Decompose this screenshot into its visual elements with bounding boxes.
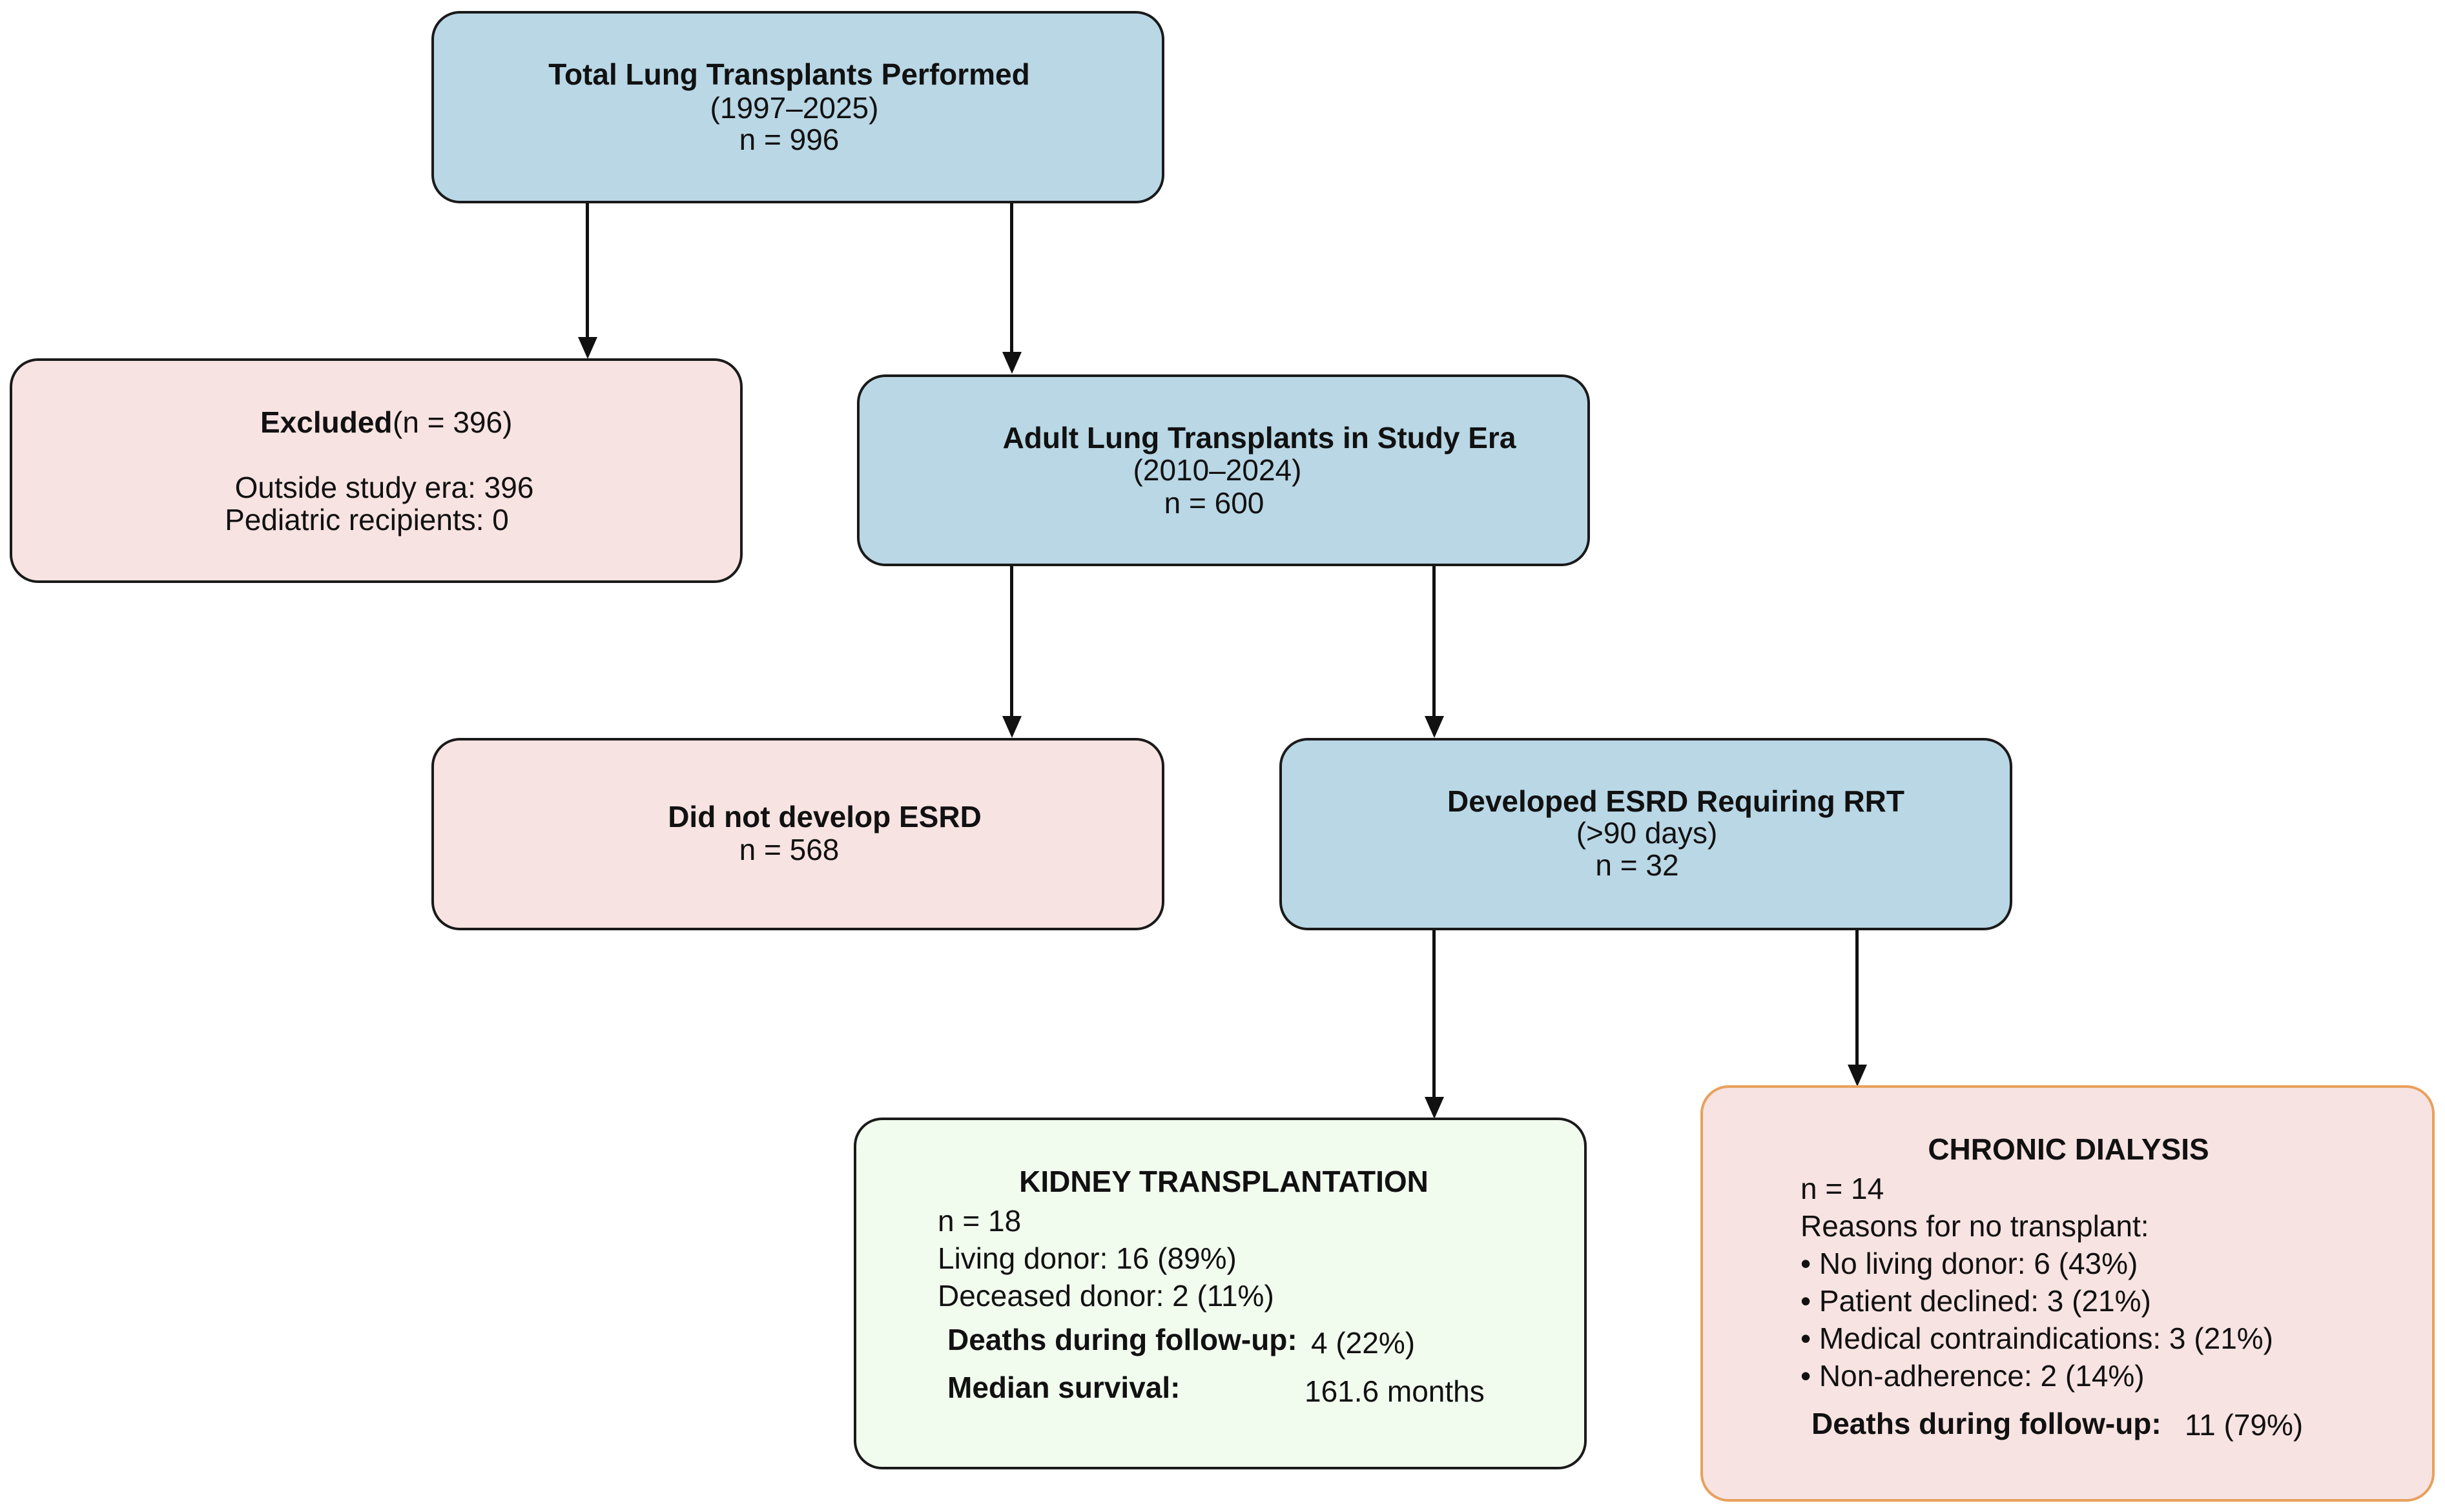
node-total-transplants	[431, 11, 1164, 203]
dialysis-reasons-header: Reasons for no transplant:	[1800, 1209, 2149, 1243]
node-kidney-transplantation	[854, 1118, 1587, 1469]
total-years: (1997–2025)	[710, 91, 879, 125]
adult-title: Adult Lung Transplants in Study Era	[1002, 421, 1516, 455]
excluded-title: Excluded	[260, 405, 393, 439]
excluded-outside-era: Outside study era: 396	[234, 471, 534, 504]
kidney-count: n = 18	[938, 1204, 1022, 1238]
adult-years: (2010–2024)	[1133, 453, 1302, 487]
excluded-pediatric: Pediatric recipients: 0	[225, 503, 509, 536]
kidney-living-donor: Living donor: 16 (89%)	[938, 1241, 1237, 1275]
adult-count: n = 600	[1164, 486, 1264, 520]
dialysis-deaths-label: Deaths during follow-up:	[1811, 1407, 2161, 1440]
dialysis-title: CHRONIC DIALYSIS	[1928, 1132, 2209, 1166]
no-esrd-title: Did not develop ESRD	[668, 800, 982, 833]
total-title: Total Lung Transplants Performed	[548, 57, 1030, 91]
dialysis-reason-item: • No living donor: 6 (43%)	[1800, 1247, 2138, 1280]
node-chronic-dialysis	[1700, 1085, 2435, 1502]
excluded-count: (n = 396)	[393, 405, 513, 439]
kidney-deaths-value: 4 (22%)	[1311, 1326, 1416, 1360]
esrd-title: Developed ESRD Requiring RRT	[1447, 784, 1904, 818]
node-excluded	[10, 358, 743, 583]
esrd-subtitle: (>90 days)	[1576, 816, 1718, 850]
dialysis-count: n = 14	[1800, 1172, 1884, 1205]
esrd-count: n = 32	[1595, 848, 1679, 882]
dialysis-reason-item: • Patient declined: 3 (21%)	[1800, 1284, 2151, 1318]
dialysis-deaths-value: 11 (79%)	[2185, 1408, 2304, 1442]
total-count: n = 996	[739, 123, 840, 156]
dialysis-reason-item: • Medical contraindications: 3 (21%)	[1800, 1322, 2274, 1355]
no-esrd-count: n = 568	[739, 833, 840, 866]
node-esrd-rrt	[1279, 738, 2012, 930]
node-adult-transplants	[857, 374, 1590, 566]
kidney-deaths-label: Deaths during follow-up:	[947, 1323, 1297, 1356]
kidney-deceased-donor: Deceased donor: 2 (11%)	[938, 1279, 1274, 1313]
kidney-survival-label: Median survival:	[947, 1371, 1181, 1404]
dialysis-reason-item: • Non-adherence: 2 (14%)	[1800, 1359, 2145, 1393]
node-no-esrd	[431, 738, 1164, 930]
kidney-title: KIDNEY TRANSPLANTATION	[1019, 1165, 1429, 1198]
kidney-survival-value: 161.6 months	[1305, 1374, 1485, 1408]
